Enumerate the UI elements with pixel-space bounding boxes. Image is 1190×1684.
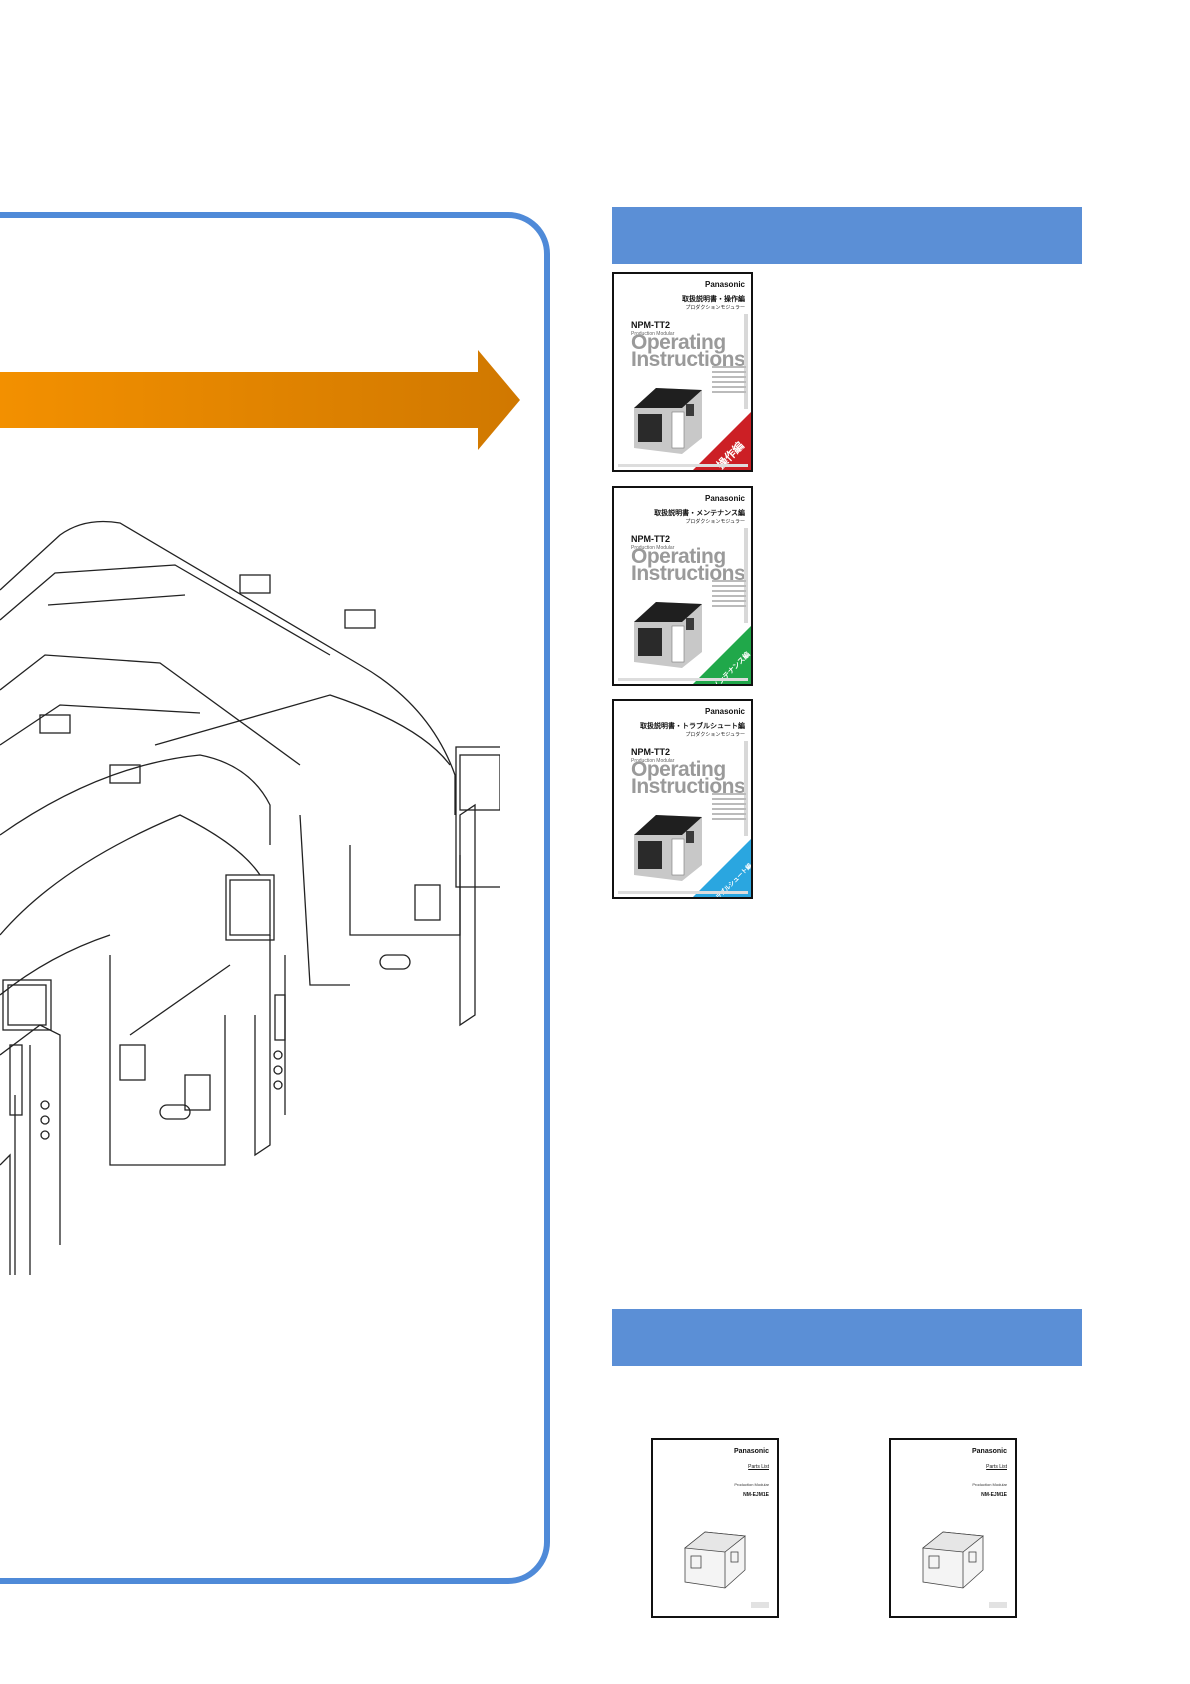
- cover-model: NPM-TT2: [631, 747, 670, 757]
- cover-footer: [618, 678, 748, 681]
- parts-machine-drawing: [921, 1531, 985, 1589]
- cover-model: NPM-TT2: [631, 534, 670, 544]
- cover-subtitle-jp: プロダクションモジュラー: [685, 732, 745, 738]
- parts-footer: [751, 1602, 769, 1608]
- parts-product: Production Modular: [734, 1482, 769, 1487]
- parts-footer: [989, 1602, 1007, 1608]
- cover-subtitle-jp: プロダクションモジュラー: [685, 519, 745, 525]
- cover-model-sub: Production Modular: [631, 545, 675, 551]
- cover-footer: [618, 464, 748, 467]
- cover-text-lines: [712, 366, 746, 396]
- cover-ribbon: トラブルシュート編: [693, 839, 751, 897]
- cover-machine-photo: [634, 815, 702, 881]
- parts-brand: Panasonic: [971, 1448, 1007, 1455]
- parts-list-cover-2[interactable]: Panasonic Parts List Production Modular …: [889, 1438, 1017, 1618]
- parts-title: Parts List: [748, 1464, 769, 1470]
- parts-number: NM-EJM1E: [743, 1492, 769, 1498]
- parts-brand: Panasonic: [733, 1448, 769, 1455]
- orange-arrow: [0, 350, 520, 450]
- cover-text-lines: [712, 793, 746, 823]
- parts-title: Parts List: [986, 1464, 1007, 1470]
- cover-footer: [618, 891, 748, 894]
- manual-cover-troubleshoot[interactable]: Panasonic 取扱説明書・トラブルシュート編 プロダクションモジュラー N…: [612, 699, 753, 899]
- cover-side-strip: [744, 314, 748, 409]
- manual-cover-maintenance[interactable]: Panasonic 取扱説明書・メンテナンス編 プロダクションモジュラー NPM…: [612, 486, 753, 686]
- parts-number: NM-EJM1E: [981, 1492, 1007, 1498]
- section-bar-top: [612, 207, 1082, 264]
- cover-machine-photo: [634, 602, 702, 668]
- cover-ribbon: 操作編: [693, 412, 751, 470]
- cover-model-sub: Production Modular: [631, 758, 675, 764]
- cover-title-jp: 取扱説明書・メンテナンス編: [654, 510, 745, 517]
- cover-brand: Panasonic: [704, 280, 745, 289]
- manual-cover-operation[interactable]: Panasonic 取扱説明書・操作編 プロダクションモジュラー NPM-TT2…: [612, 272, 753, 472]
- cover-machine-photo: [634, 388, 702, 454]
- cover-brand: Panasonic: [704, 494, 745, 503]
- section-bar-bottom: [612, 1309, 1082, 1366]
- cover-side-strip: [744, 528, 748, 623]
- cover-subtitle-jp: プロダクションモジュラー: [685, 305, 745, 311]
- cover-title-jp: 取扱説明書・トラブルシュート編: [640, 723, 745, 730]
- cover-brand: Panasonic: [704, 707, 745, 716]
- cover-ribbon: メンテナンス編: [693, 626, 751, 684]
- parts-product: Production Modular: [972, 1482, 1007, 1487]
- machine-drawing: [0, 520, 500, 1275]
- cover-model-sub: Production Modular: [631, 331, 675, 337]
- cover-model: NPM-TT2: [631, 320, 670, 330]
- content-panel: [0, 212, 550, 1584]
- cover-title-jp: 取扱説明書・操作編: [682, 296, 745, 303]
- cover-text-lines: [712, 580, 746, 610]
- parts-list-cover-1[interactable]: Panasonic Parts List Production Modular …: [651, 1438, 779, 1618]
- cover-side-strip: [744, 741, 748, 836]
- parts-machine-drawing: [683, 1531, 747, 1589]
